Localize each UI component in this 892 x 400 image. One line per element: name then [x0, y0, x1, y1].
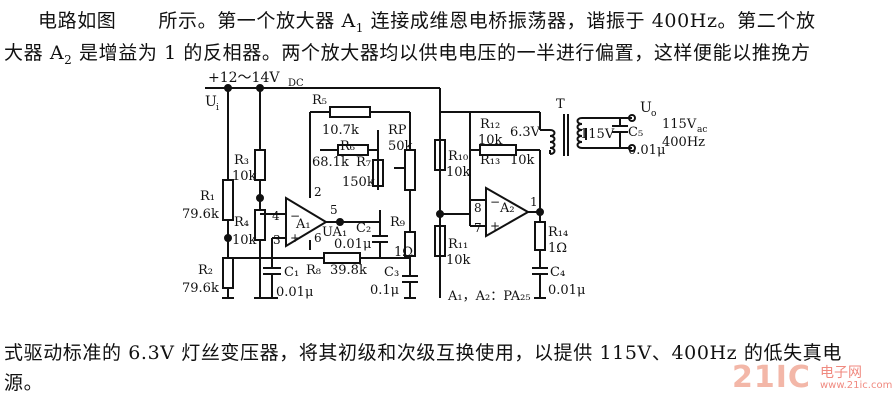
- r3-label: R₃: [234, 153, 249, 168]
- c1-value: 0.01μ: [276, 285, 313, 300]
- text-segment: 是增益为 1 的反相器。两个放大器均以供电电压的一半进行偏置，这样便能以推挽方: [72, 42, 811, 64]
- r10-label: R₁₀: [448, 149, 468, 164]
- r6-value: 10.7k: [322, 123, 359, 138]
- r5-label: R₅: [312, 93, 327, 108]
- primary-voltage: 6.3V: [510, 125, 541, 140]
- output-frequency: 400Hz: [662, 135, 705, 150]
- r8-label: R₈: [306, 263, 321, 278]
- c2-label: C₂: [356, 221, 371, 236]
- r13-value: 10k: [510, 153, 535, 168]
- r3-r4-divider: [254, 88, 266, 299]
- text-segment: 所示。第一个放大器 A: [158, 10, 356, 32]
- transformer-label: T: [556, 97, 565, 112]
- a1-label: A₁: [295, 217, 311, 232]
- r14-c4: [532, 212, 548, 299]
- r1-r2-divider: [222, 88, 234, 299]
- paragraph-line-1: 电路如图 所示。第一个放大器 A1 连接成维恩电桥振荡器，谐振于 400Hz。第二…: [38, 6, 892, 35]
- output-label: U: [640, 100, 652, 116]
- c3-value: 0.1μ: [370, 283, 399, 298]
- a2-pin8: 8: [474, 201, 482, 215]
- input-label: U: [205, 94, 217, 110]
- watermark-logo: 21IC 电子网 www.21ic.com: [732, 360, 892, 400]
- ua1-label: UA₁: [322, 225, 347, 240]
- a1-plus: +: [290, 231, 300, 245]
- r4-value: 10k: [232, 233, 257, 248]
- input-sub: i: [216, 103, 219, 113]
- r2-value: 79.6k: [182, 281, 219, 296]
- c5-label: C₅: [628, 125, 643, 140]
- r12-value: 10k: [478, 133, 503, 148]
- paragraph-line-2: 大器 A2 是增益为 1 的反相器。两个放大器均以供电电压的一半进行偏置，这样便…: [4, 38, 892, 67]
- opamp-a2: [440, 186, 544, 238]
- r7-label: R₇: [356, 155, 371, 170]
- chip-note: A₁，A₂：PA₂₅: [447, 289, 531, 304]
- r2-label: R₂: [198, 263, 213, 278]
- c4-value: 0.01μ: [548, 283, 585, 298]
- r3-value: 10k: [232, 169, 257, 184]
- c3-label: C₃: [384, 265, 399, 280]
- c1-label: C₁: [284, 265, 299, 280]
- a2-pin7: 7: [474, 221, 482, 235]
- text-segment: 连接成维恩电桥振荡器，谐振于 400Hz。第二个放: [364, 10, 816, 32]
- r8-c3: [228, 252, 418, 299]
- supply-rail: [205, 84, 441, 298]
- r6-label: R₆: [340, 139, 355, 154]
- r7-value2: 150k: [342, 175, 375, 190]
- output-sub: o: [651, 109, 656, 119]
- r8-value: 39.8k: [330, 263, 367, 278]
- r1-label: R₁: [200, 189, 215, 204]
- c2-value: 0.01μ: [334, 237, 371, 252]
- rp-label: RP: [388, 123, 407, 138]
- r12-label: R₁₂: [480, 117, 500, 132]
- c4-label: C₄: [550, 265, 565, 280]
- a1-pin3: 3: [273, 233, 281, 247]
- a2-minus: −: [490, 195, 500, 209]
- opamp-a1: [260, 188, 344, 258]
- watermark-brand: 21IC: [732, 360, 811, 395]
- a1-pin5: 5: [330, 203, 338, 217]
- r14-value: 1Ω: [548, 241, 567, 256]
- r9-label: R₉: [390, 215, 405, 230]
- r12-r13: [440, 111, 541, 212]
- rp-value: 50k: [388, 139, 413, 154]
- output-voltage: 115V: [662, 117, 697, 132]
- r1-value: 79.6k: [182, 207, 219, 222]
- r11-label: R₁₁: [448, 237, 468, 252]
- transformer-t: [540, 114, 636, 156]
- a1-minus: −: [290, 209, 300, 223]
- paragraph-line-4: 源。: [4, 372, 44, 394]
- r14-label: R₁₄: [548, 225, 568, 240]
- r13-label: R₁₃: [480, 153, 500, 168]
- a1-pin2: 2: [314, 185, 322, 199]
- text-segment: 大器 A: [4, 42, 65, 64]
- a1-pin4: 4: [272, 209, 280, 223]
- text-fig-ref: 电路如图: [38, 10, 117, 32]
- text-subscript: 2: [64, 52, 73, 67]
- text-subscript: 1: [355, 20, 365, 35]
- a2-label: A₂: [499, 201, 515, 216]
- r10-value: 10k: [446, 165, 471, 180]
- a1-pin6: 6: [314, 231, 322, 245]
- supply-label: +12～14V: [208, 70, 280, 86]
- output-voltage-sub: ac: [697, 125, 707, 135]
- watermark-cn: 电子网: [820, 365, 862, 381]
- r4-label: R₄: [234, 215, 249, 230]
- r7-value: 68.1k: [312, 155, 349, 170]
- r11-value: 10k: [446, 253, 471, 268]
- supply-sub: DC: [288, 78, 304, 89]
- watermark-url: www.21ic.com: [820, 380, 892, 391]
- c5-value: 0.01μ: [628, 143, 665, 158]
- r6-r7-rp: [320, 112, 416, 232]
- a2-pin1: 1: [530, 195, 538, 209]
- r5-feedback: [309, 106, 410, 188]
- paragraph-line-3: 式驱动标准的 6.3V 灯丝变压器，将其初级和次级互换使用，以提供 115V、4…: [4, 342, 842, 364]
- r9-value: 1Ω: [394, 245, 413, 260]
- secondary-voltage: 115V: [580, 127, 615, 142]
- a2-plus: +: [490, 219, 500, 233]
